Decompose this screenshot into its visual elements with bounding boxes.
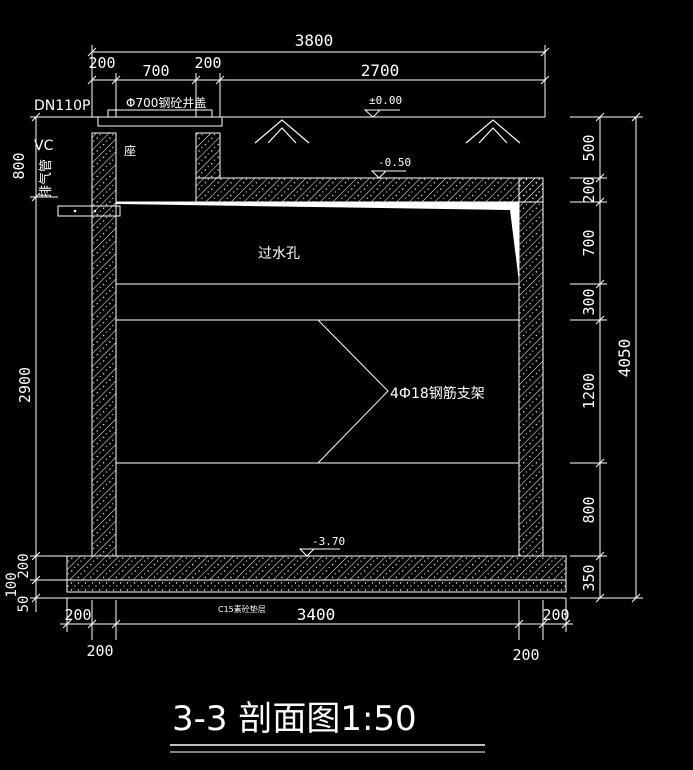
cushion-layer: [66, 579, 567, 593]
dim-right-4: 300: [580, 288, 598, 315]
dim-left-slab: 200: [16, 553, 32, 578]
dim-left-main: 2900: [16, 367, 34, 403]
level-ground: ±0.00: [369, 94, 402, 107]
dim-right-2: 200: [580, 176, 598, 203]
label-overflow-hole: 过水孔: [258, 246, 300, 262]
dim-bottom-overhang-right: 200: [542, 606, 569, 624]
dim-right-1: 500: [580, 134, 598, 161]
left-wall: [91, 132, 117, 557]
dim-top-right-span: 2700: [361, 61, 400, 80]
dim-top-left-wall: 200: [88, 54, 115, 72]
dim-bottom-wall-right: 200: [512, 646, 539, 664]
dim-top-opening: 700: [142, 62, 169, 80]
structure: [57, 109, 567, 599]
bottom-slab: [66, 555, 567, 581]
label-seat: 座: [124, 143, 136, 158]
drawing-title: 3-3 剖面图1:50: [172, 699, 417, 739]
label-rebar-support: 4Ф18钢筋支架: [390, 385, 485, 402]
vent-pipe: [57, 205, 121, 217]
sloped-plate: [116, 202, 519, 282]
manhole-cover: [97, 116, 223, 127]
dim-top-overall: 3800: [295, 31, 334, 50]
soil-symbol: [465, 119, 521, 144]
dim-right-3: 700: [580, 229, 598, 256]
label-cushion-note: C15素砼垫层: [218, 604, 266, 614]
level-top-slab: -0.50: [378, 156, 411, 169]
dims-left: [30, 112, 92, 612]
dims-right: [570, 112, 643, 603]
dim-left-upper: 800: [10, 152, 28, 179]
soil-symbol: [254, 119, 310, 144]
dim-right-6: 800: [580, 496, 598, 523]
dim-right-5: 1200: [580, 373, 598, 409]
dim-bottom-inner: 3400: [297, 605, 336, 624]
label-manhole-cover: Φ700钢砼井盖: [126, 96, 206, 110]
top-slab: [195, 177, 544, 203]
dim-left-cushion: 100: [4, 572, 20, 597]
dim-left-sub: 50: [16, 596, 32, 613]
inner-cavity: [115, 201, 520, 557]
dim-bottom-wall-left: 200: [86, 642, 113, 660]
rebar-leader: [317, 319, 389, 464]
dims-top: [87, 45, 550, 117]
dim-bottom-overhang-left: 200: [64, 606, 91, 624]
neck-wall: [195, 132, 221, 179]
dim-top-mid-wall: 200: [194, 54, 221, 72]
label-pipe-vc: VC: [34, 138, 54, 154]
right-wall: [518, 177, 544, 557]
label-pipe-dn: DN110P: [34, 98, 90, 114]
dim-right-7: 350: [580, 564, 598, 591]
level-marks: [298, 109, 406, 557]
dim-right-total: 4050: [615, 339, 634, 378]
level-bottom: -3.70: [312, 535, 345, 548]
dims-bottom: [60, 598, 573, 640]
label-vent-pipe: 排气管: [38, 159, 54, 198]
